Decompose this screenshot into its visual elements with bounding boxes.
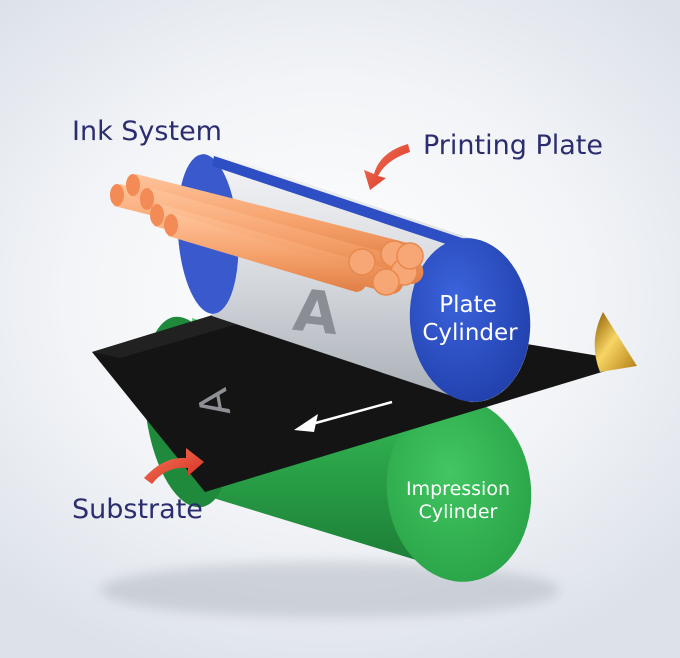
ink-roller-end xyxy=(372,268,400,296)
ink-roller xyxy=(164,214,368,292)
plate-cylinder-end xyxy=(409,238,531,402)
substrate-label: Substrate xyxy=(72,494,203,525)
plate-letter: A xyxy=(290,276,342,348)
substrate-pointer-arrow xyxy=(144,448,204,484)
printing-plate-label: Printing Plate xyxy=(423,130,603,161)
foil-corner xyxy=(594,312,637,372)
printing-plate-pointer-arrow xyxy=(364,144,410,190)
ink-roller-end xyxy=(396,242,424,270)
ink-system-rollers xyxy=(110,174,424,296)
substrate-direction-arrow xyxy=(294,400,393,432)
plate-cylinder-label-line2: Cylinder xyxy=(422,320,518,346)
impression-cylinder-label-line2: Cylinder xyxy=(419,501,498,523)
ink-system-label: Ink System xyxy=(72,116,222,147)
plate-cylinder-label-line1: Plate xyxy=(439,292,497,318)
impression-cylinder-label-line1: Impression xyxy=(406,478,510,500)
ink-roller-end xyxy=(348,248,376,276)
printing-plate-band xyxy=(212,156,468,250)
impression-cylinder-end xyxy=(386,398,532,582)
